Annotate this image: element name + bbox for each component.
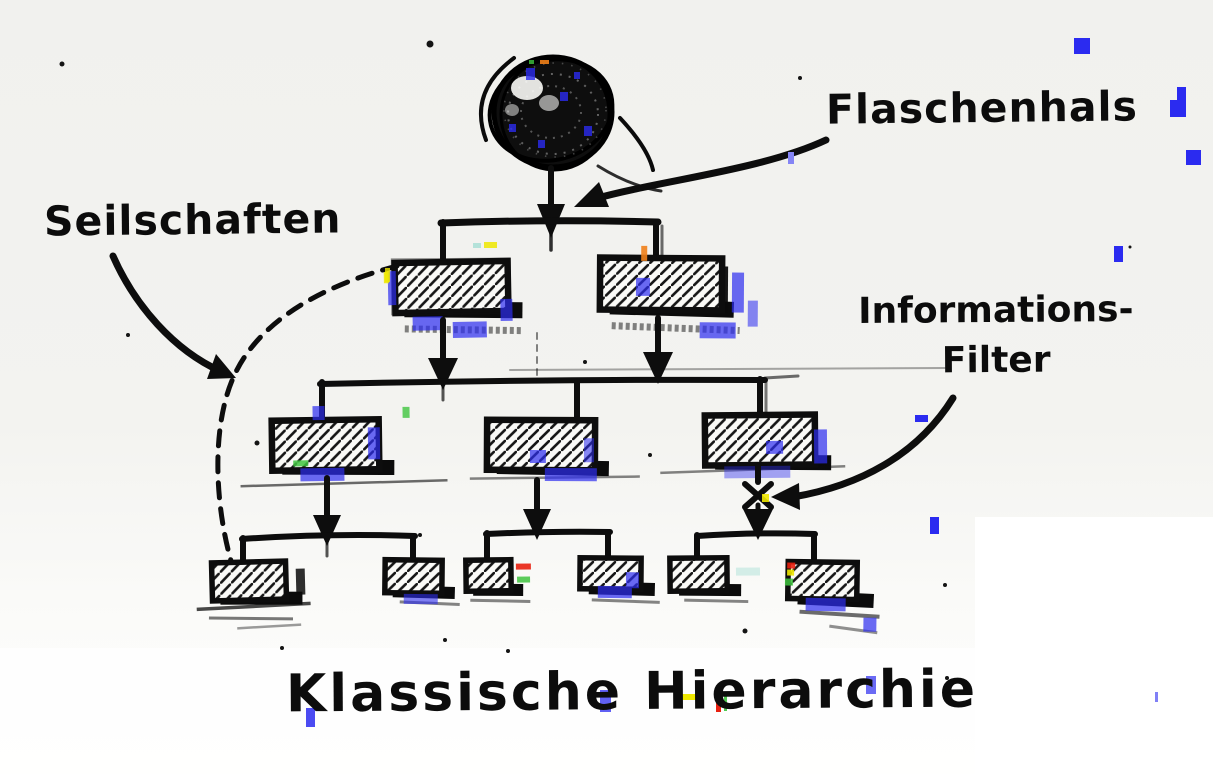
filtered-link <box>742 463 774 540</box>
informationsfilter-arrow <box>771 394 957 510</box>
node-l2-1 <box>383 257 523 338</box>
root-link <box>537 165 565 252</box>
noise-artifact <box>473 243 481 248</box>
diagram-title: Klassische Hierarchie <box>285 659 979 725</box>
node-l2-2 <box>596 245 758 339</box>
node-l3-3 <box>660 411 846 479</box>
seilschaften-dashed-curve <box>215 263 400 564</box>
noise-artifact <box>529 60 534 64</box>
flaschenhals-arrow <box>574 136 830 207</box>
level3-connector <box>317 332 946 424</box>
noise-artifact <box>540 60 549 64</box>
seilschaften-arrow <box>109 252 236 379</box>
seilschaften-label: Seilschaften <box>43 194 342 246</box>
paper-white-strip <box>0 648 975 774</box>
node-l4-6 <box>784 558 880 635</box>
node-l3-1 <box>240 406 448 488</box>
node-l4-3 <box>463 556 531 603</box>
node-l4-2 <box>382 556 460 606</box>
root-sphere-node <box>478 54 663 193</box>
level2-down-arrows <box>428 315 673 402</box>
node-l3-2 <box>469 416 640 482</box>
level3-down-arrows <box>313 475 551 558</box>
level4-connectors <box>239 528 818 566</box>
node-l4-5 <box>667 554 761 604</box>
informationsfilter-line2: Filter <box>941 340 1051 382</box>
node-l4-1 <box>196 558 311 630</box>
noise-artifacts <box>59 38 1201 727</box>
informationsfilter-label: Informations- Filter <box>846 285 1147 388</box>
flaschenhals-label: Flaschenhals <box>825 82 1139 134</box>
noise-artifact <box>484 242 497 248</box>
node-l4-4 <box>577 554 660 604</box>
paper-white-corner <box>975 517 1213 774</box>
informationsfilter-line1: Informations- <box>858 289 1134 332</box>
filter-x-mark <box>742 481 774 510</box>
level2-connector <box>437 217 664 266</box>
